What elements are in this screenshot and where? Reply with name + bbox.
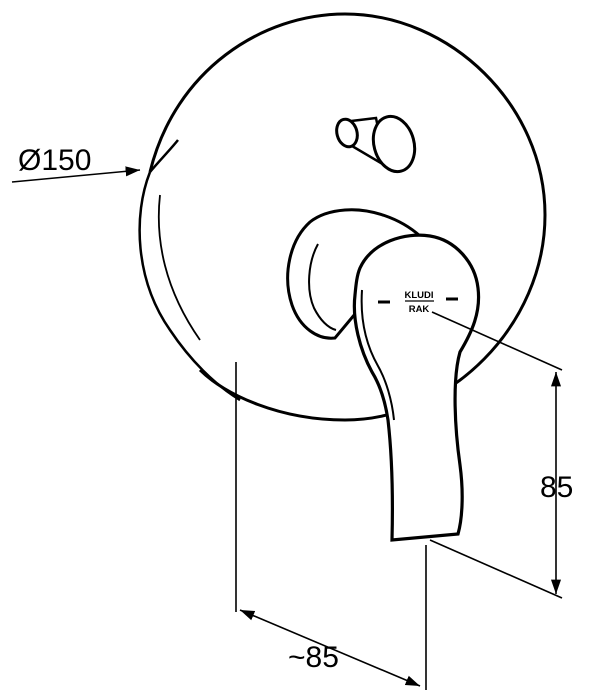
brand-subname-text: RAK [409,304,430,315]
lever-handle [352,233,481,542]
brand-marking-dashes [378,297,458,304]
brand-name-text: KLUDI [404,290,433,301]
height-extension-top [431,311,563,371]
height-dimension [429,311,563,599]
diameter-label: Ø150 [18,144,91,177]
diameter-leader-line [11,166,141,183]
height-extension-bottom [429,539,563,599]
depth-dimension [235,362,427,690]
diverter-knob [335,114,417,174]
height-label: 85 [540,471,573,504]
diameter-dimension: Ø150 [11,144,141,183]
depth-label: ~85 [288,641,339,674]
depth-dimension-line [239,609,421,687]
cover-plate [138,12,547,422]
